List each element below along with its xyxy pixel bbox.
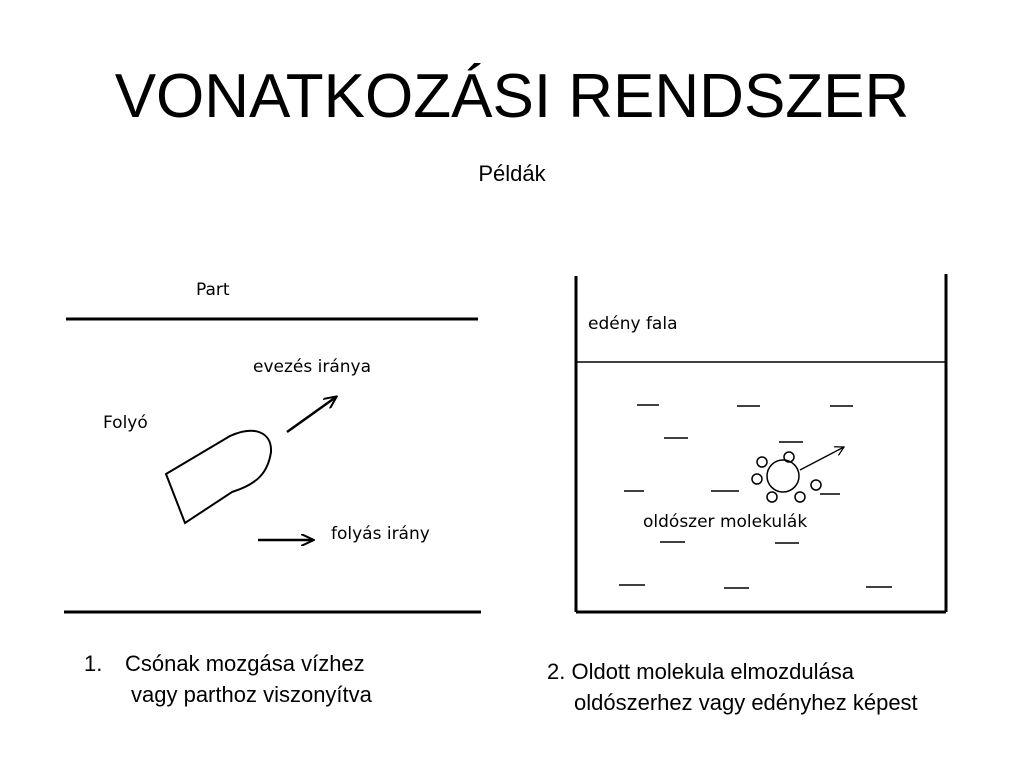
solvent-molecules-label: oldószer molekulák bbox=[643, 512, 807, 532]
river-label: Folyó bbox=[103, 413, 148, 433]
caption-boat-line1: Csónak mozgása vízhez bbox=[125, 651, 365, 676]
rowing-direction-arrow bbox=[286, 397, 336, 434]
bank-label: Part bbox=[196, 280, 230, 300]
caption-boat-number: 1. bbox=[84, 651, 103, 676]
flow-direction-label: folyás irány bbox=[331, 524, 430, 544]
slide-subtitle: Példák bbox=[478, 161, 546, 186]
caption-molecule-line1: 2. Oldott molekula elmozdulása bbox=[547, 659, 854, 684]
boat-shape bbox=[164, 429, 273, 525]
slide-title: VONATKOZÁSI RENDSZER bbox=[114, 62, 910, 131]
solute-molecule bbox=[751, 451, 822, 503]
caption-molecule-line2: oldószerhez vagy edényhez képest bbox=[574, 690, 918, 715]
rowing-direction-label: evezés iránya bbox=[253, 357, 371, 377]
caption-boat-line2: vagy parthoz viszonyítva bbox=[131, 682, 372, 707]
solvent-molecule-dashes bbox=[619, 404, 892, 589]
boat-river-diagram: Part evezés iránya Folyó folyás irány bbox=[64, 280, 481, 614]
molecule-displacement-arrow bbox=[799, 447, 844, 471]
container-wall-label: edény fala bbox=[588, 314, 678, 334]
solute-center bbox=[766, 459, 800, 493]
container-diagram: edény fala oldószer mol bbox=[574, 274, 948, 614]
